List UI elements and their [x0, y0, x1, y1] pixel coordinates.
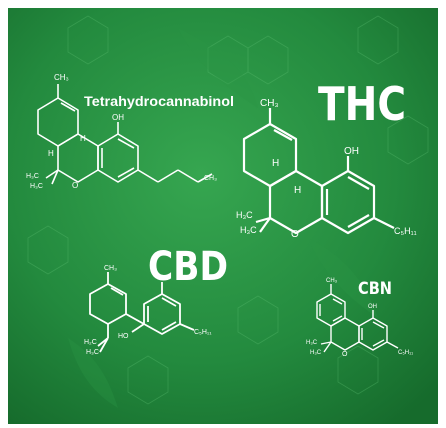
small-ch3-tail-label: CH₃	[204, 175, 217, 182]
cbn-structure	[316, 284, 399, 353]
tetrahydrocannabinol-atom-labels: CH₃ OH H H H₃C H₃C O CH₃	[26, 73, 217, 190]
thc-h-top-label: H	[272, 158, 279, 169]
small-h3c-upper-label: H₃C	[26, 173, 39, 180]
cbd-heading: CBD	[148, 244, 228, 290]
cbd-h2c-label: H₂C	[84, 339, 97, 346]
small-oh-label: OH	[112, 113, 124, 122]
thc-structure	[242, 108, 395, 235]
cbd-c5h11-label: C₅H₁₁	[194, 329, 212, 336]
cbn-oxygen-label: O	[342, 351, 348, 358]
thc-heading: THC	[318, 77, 406, 131]
cbd-atom-labels: CH₃ OH H₂C H₃C HO C₅H₁₁	[84, 265, 212, 356]
cbd-oh-label: OH	[158, 275, 169, 282]
cbn-c5h11-label: C₅H₁₁	[398, 350, 413, 356]
cbn-h3c-lower-label: H₃C	[310, 350, 322, 356]
tetrahydrocannabinol-structure	[37, 84, 213, 185]
thc-h-bottom-label: H	[294, 185, 301, 196]
cbn-atom-labels: CH₃ OH H₃C H₃C O C₅H₁₁	[306, 278, 413, 358]
small-oxygen-label: O	[72, 181, 78, 190]
cbd-structure	[89, 272, 195, 353]
thc-ch3-label: CH₃	[260, 98, 279, 109]
thc-oxygen-label: O	[291, 229, 299, 240]
thc-atom-labels: CH₃ OH H H H₃C H₃C O C₅H₁₁	[236, 98, 417, 240]
cannabinoid-diagram: CH₃ OH H H H₃C H₃C O CH₃ Tetrahydrocanna…	[8, 8, 438, 424]
tetrahydrocannabinol-heading: Tetrahydrocannabinol	[84, 93, 234, 109]
cbn-h3c-upper-label: H₃C	[306, 340, 318, 346]
small-ch3-label: CH₃	[54, 73, 69, 82]
thc-h3c-lower-label: H₃C	[240, 225, 257, 235]
background-leaf-pattern	[68, 28, 378, 408]
small-h-bottom-label: H	[48, 149, 54, 158]
small-h3c-lower-label: H₃C	[30, 183, 43, 190]
background-hexagon-pattern	[27, 15, 429, 405]
cbd-ch3-label: CH₃	[104, 265, 117, 272]
thc-oh-label: OH	[344, 146, 359, 157]
cbd-ho-label: HO	[118, 333, 129, 340]
cbn-ch3-label: CH₃	[326, 278, 338, 284]
diagram-canvas: CH₃ OH H H H₃C H₃C O CH₃ Tetrahydrocanna…	[8, 8, 438, 424]
cbd-h3c-label: H₃C	[86, 349, 99, 356]
cbn-heading: CBN	[358, 279, 392, 299]
thc-c5h11-label: C₅H₁₁	[394, 226, 417, 236]
thc-h3c-upper-label: H₃C	[236, 210, 253, 220]
cbn-oh-label: OH	[368, 304, 377, 310]
small-h-top-label: H	[80, 134, 86, 143]
